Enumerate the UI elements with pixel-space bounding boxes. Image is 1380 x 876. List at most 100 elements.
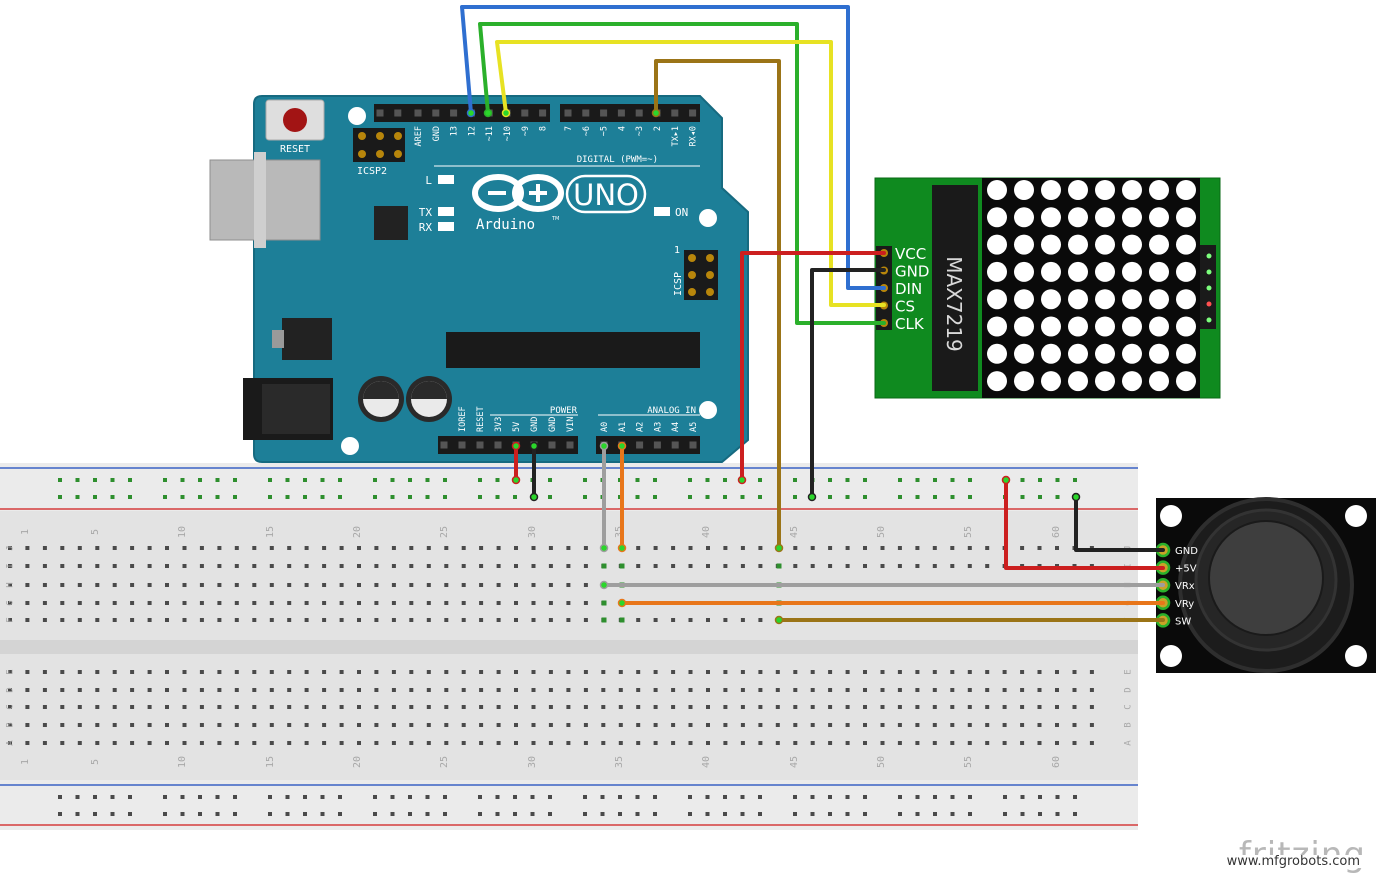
rail-hole bbox=[950, 478, 955, 482]
breadboard-hole bbox=[147, 705, 152, 709]
column-number: 50 bbox=[876, 756, 887, 768]
mounting-hole bbox=[1160, 645, 1182, 667]
rail-hole bbox=[950, 795, 955, 799]
rail-hole bbox=[425, 478, 430, 482]
rail-hole bbox=[548, 795, 552, 799]
breadboard-hole bbox=[688, 688, 693, 692]
breadboard-hole bbox=[182, 705, 187, 709]
rail-hole bbox=[758, 812, 762, 816]
matrix-led bbox=[987, 261, 1007, 282]
led-matrix bbox=[982, 178, 1200, 398]
rail-hole bbox=[828, 478, 832, 482]
breadboard-hole bbox=[863, 564, 867, 568]
wire-end bbox=[483, 108, 493, 118]
rail-hole bbox=[968, 812, 972, 816]
breadboard-hole bbox=[583, 741, 588, 745]
breadboard-hole bbox=[548, 688, 553, 692]
rail-hole bbox=[425, 812, 430, 816]
breadboard: 1155101015152020252530303535404045455050… bbox=[0, 463, 1138, 830]
breadboard-hole bbox=[409, 618, 414, 622]
rail-hole bbox=[635, 812, 640, 816]
breadboard-hole bbox=[548, 723, 553, 727]
power-pin-label: GND bbox=[530, 417, 540, 432]
digital-pin-label: AREF bbox=[414, 126, 424, 146]
rail-hole bbox=[1020, 795, 1025, 799]
breadboard-hole bbox=[199, 583, 204, 587]
rail-hole bbox=[180, 495, 185, 499]
breadboard-hole bbox=[269, 741, 274, 745]
rail-hole bbox=[758, 495, 762, 499]
breadboard-hole bbox=[1020, 705, 1025, 709]
rail-hole bbox=[653, 478, 657, 482]
breadboard-hole bbox=[409, 688, 414, 692]
breadboard-hole bbox=[147, 688, 152, 692]
breadboard-hole bbox=[897, 688, 902, 692]
wire-end bbox=[737, 475, 747, 485]
header-pin bbox=[432, 109, 440, 117]
breadboard-hole bbox=[287, 583, 292, 587]
breadboard-hole bbox=[322, 741, 327, 745]
breadboard-hole bbox=[60, 564, 65, 568]
breadboard-hole bbox=[461, 564, 466, 568]
breadboard-hole bbox=[112, 670, 117, 674]
digital-pin-label: 8 bbox=[539, 126, 549, 131]
breadboard-hole bbox=[269, 583, 274, 587]
breadboard-hole bbox=[828, 723, 833, 727]
matrix-led bbox=[987, 289, 1007, 310]
matrix-pin-label: CLK bbox=[895, 315, 925, 333]
breadboard-hole bbox=[8, 723, 12, 727]
breadboard-hole bbox=[897, 670, 902, 674]
breadboard-hole bbox=[182, 618, 187, 622]
breadboard-hole bbox=[60, 688, 65, 692]
breadboard-hole bbox=[374, 723, 379, 727]
breadboard-hole bbox=[339, 546, 344, 550]
column-number: 20 bbox=[352, 756, 363, 768]
digital-pin-label: ~9 bbox=[521, 126, 531, 136]
rail-hole bbox=[163, 478, 167, 482]
breadboard-hole bbox=[95, 688, 100, 692]
wire-end bbox=[599, 580, 609, 590]
breadboard-hole bbox=[950, 723, 955, 727]
rail-hole bbox=[180, 478, 185, 482]
wire-endpoints bbox=[466, 108, 1081, 625]
column-number: 10 bbox=[177, 526, 188, 538]
breadboard-hole bbox=[601, 670, 606, 674]
header-pin bbox=[548, 441, 556, 449]
breadboard-hole bbox=[199, 688, 204, 692]
rail-hole bbox=[1073, 812, 1077, 816]
joystick-pin-label: SW bbox=[1175, 616, 1191, 627]
wires bbox=[460, 5, 1165, 622]
matrix-led bbox=[1095, 289, 1115, 310]
breadboard-hole bbox=[461, 705, 466, 709]
breadboard-hole bbox=[671, 564, 676, 568]
led-on bbox=[654, 207, 670, 216]
breadboard-hole bbox=[688, 670, 693, 674]
mounting-hole bbox=[1345, 645, 1367, 667]
breadboard-hole bbox=[25, 618, 30, 622]
breadboard-hole bbox=[531, 741, 536, 745]
rail-hole bbox=[898, 495, 902, 499]
matrix-led bbox=[1095, 180, 1115, 200]
rail-hole bbox=[810, 795, 815, 799]
breadboard-hole bbox=[322, 601, 327, 605]
breadboard-hole bbox=[688, 741, 693, 745]
row-letter: B bbox=[1124, 722, 1134, 727]
rail-hole bbox=[863, 478, 867, 482]
breadboard-hole bbox=[723, 670, 728, 674]
column-number: 1 bbox=[20, 529, 31, 535]
digital-label: DIGITAL (PWM=~) bbox=[577, 155, 658, 165]
rail-hole bbox=[933, 795, 937, 799]
rail-hole bbox=[93, 812, 97, 816]
digital-pin-label: GND bbox=[432, 126, 442, 141]
rail-hole bbox=[163, 812, 167, 816]
column-number: 45 bbox=[789, 526, 800, 538]
connected-hole bbox=[619, 563, 625, 569]
rail-hole bbox=[1003, 795, 1007, 799]
rail-hole bbox=[198, 795, 202, 799]
digital-pin-label: 4 bbox=[617, 126, 627, 131]
mounting-hole bbox=[1345, 505, 1367, 527]
rail-hole bbox=[373, 478, 377, 482]
breadboard-hole bbox=[304, 723, 309, 727]
rail-hole bbox=[1055, 795, 1060, 799]
